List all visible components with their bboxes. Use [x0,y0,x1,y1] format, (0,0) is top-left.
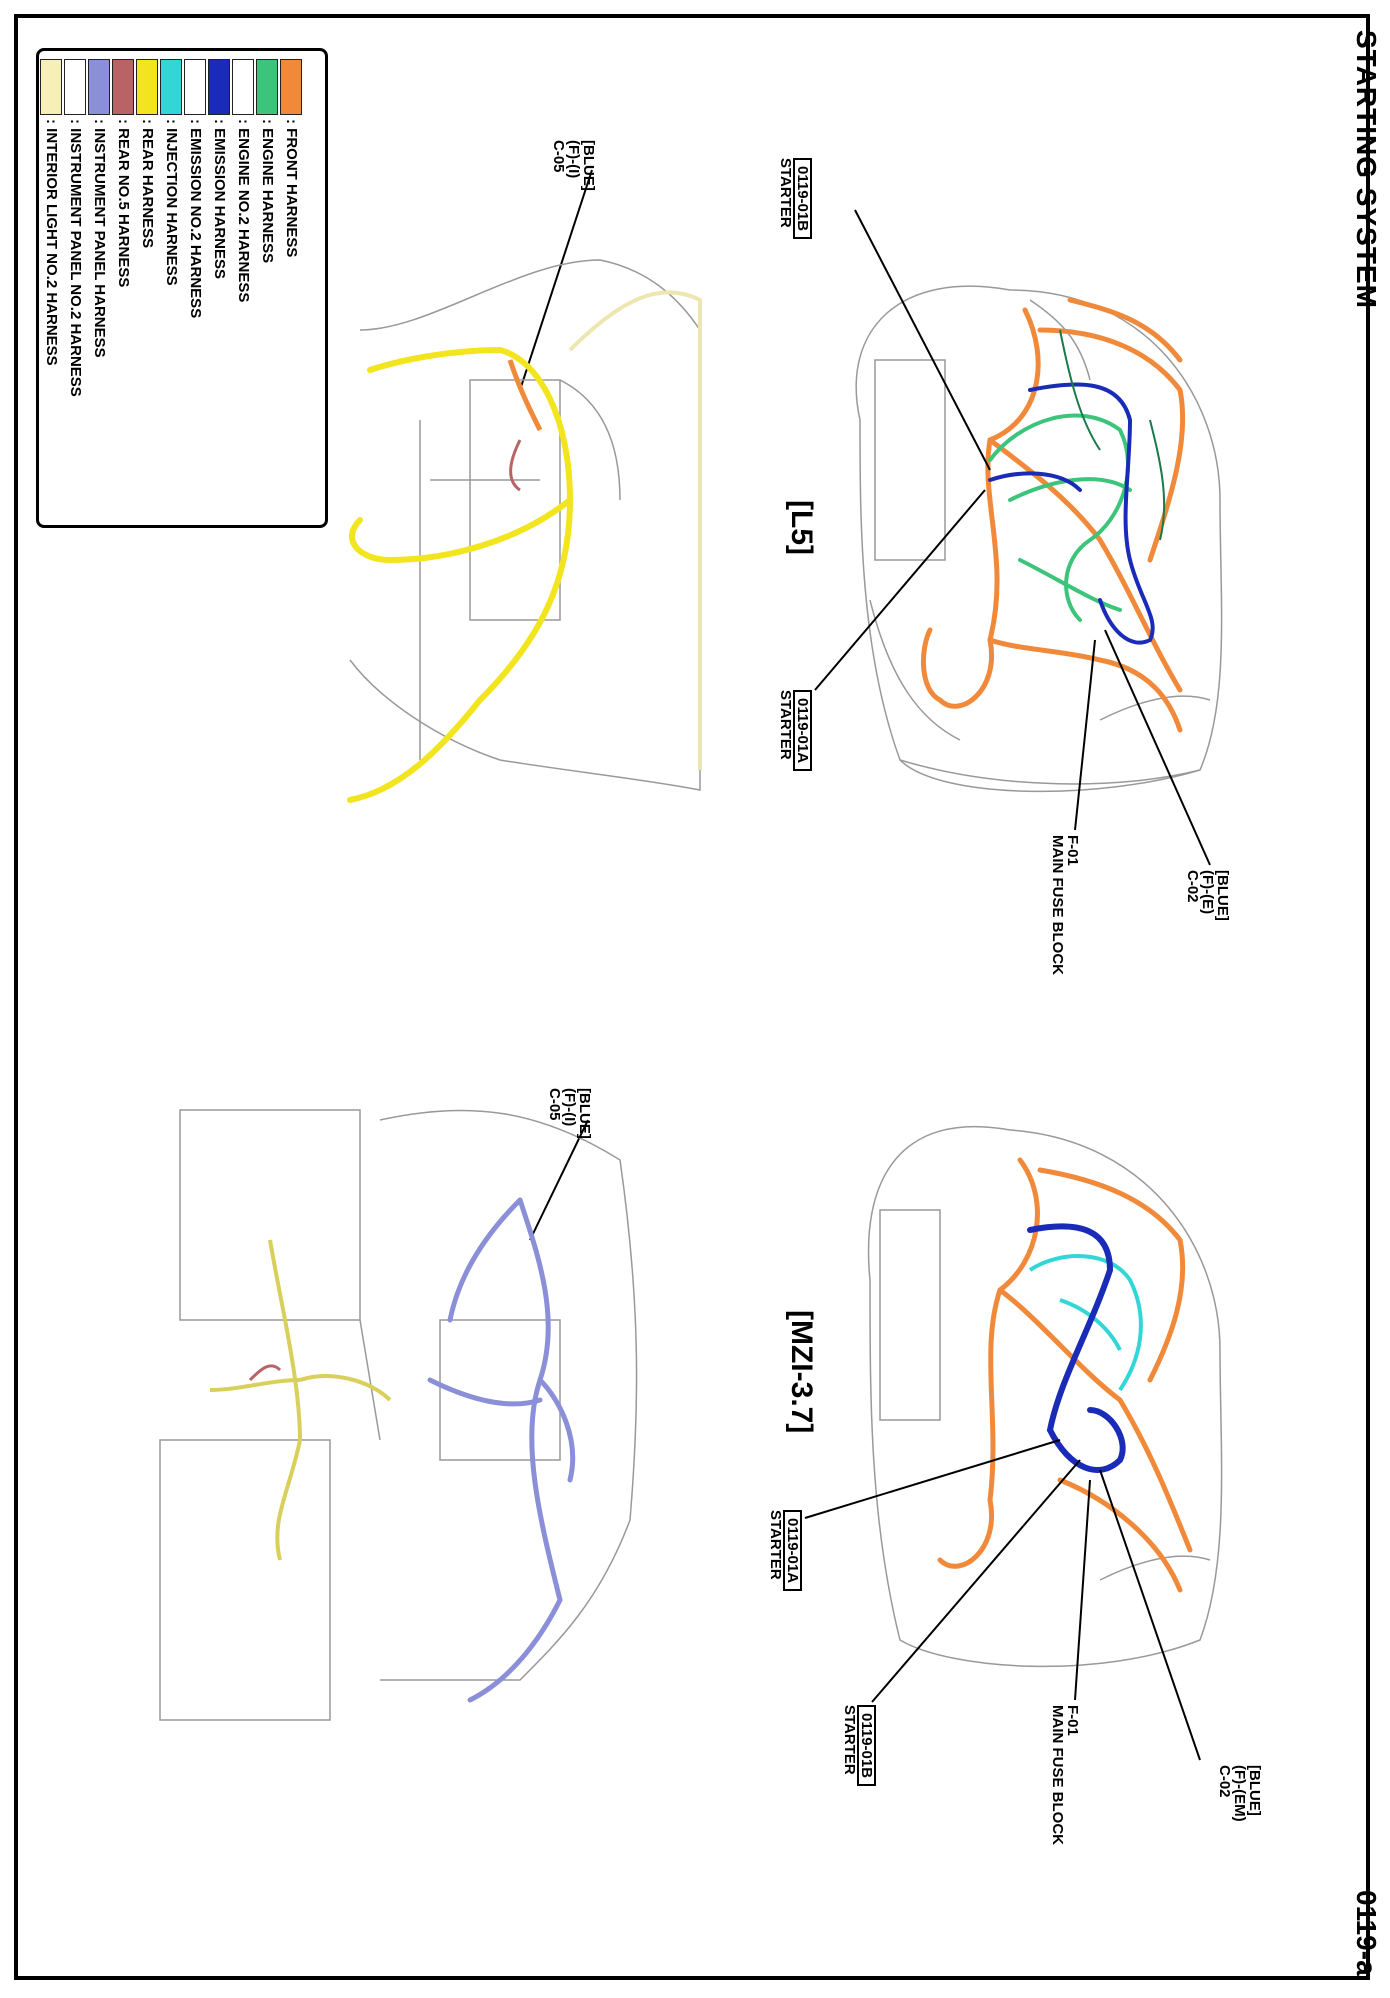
mzi-callout-leaders [529,1119,1201,1761]
mzi-rear-harness [209,1239,392,1561]
legend-label: : INJECTION HARNESS [163,119,180,286]
mzi-main-fuse-id: F-01 [1064,1705,1081,1736]
legend-swatch [64,59,86,115]
l5-main-fuse-name: MAIN FUSE BLOCK [1049,835,1066,975]
legend-swatch [208,59,230,115]
l5-starter-b-name: STARTER [777,158,794,228]
l5-front-harness [920,297,1186,733]
mzi-main-fuse-callout: F-01 MAIN FUSE BLOCK [1049,1705,1081,1845]
l5-engine-harness [988,413,1132,622]
page-frame [14,14,1370,1980]
mzi-c05-color: [BLUE] [576,1088,593,1139]
legend-label: : INSTRUMENT PANEL NO.2 HARNESS [67,119,84,397]
l5-instrument-panel [349,259,701,791]
mzi-instrument-harness [427,1197,576,1703]
mzi-main-fuse-name: MAIN FUSE BLOCK [1049,1705,1066,1845]
l5-c02-color: [BLUE] [1214,870,1231,921]
mzi-starter-a-callout: 0119-01A STARTER [767,1510,802,1592]
mzi-starter-b-name: STARTER [841,1705,858,1775]
mzi-c02-callout: [BLUE] (F)-(EM) C-02 [1216,1765,1263,1822]
mzi-c05-callout: [BLUE] (F)-(I) C-05 [546,1088,593,1139]
mzi-starter-b-code: 0119-01B [857,1705,876,1787]
mzi-c05-pins: (F)-(I) [561,1088,578,1127]
l5-main-fuse-id: F-01 [1064,835,1081,866]
l5-starter-b-code: 0119-01B [793,158,812,240]
legend-swatch [184,59,206,115]
l5-rear-no5 [509,439,522,492]
mzi-c05-id: C-05 [546,1088,563,1121]
l5-starter-a-name: STARTER [777,690,794,760]
harness-legend: : FRONT HARNESS : ENGINE HARNESS : ENGINE … [36,48,328,528]
legend-label: : REAR HARNESS [139,119,156,249]
l5-c02-callout: [BLUE] (F)-(E) C-02 [1184,870,1231,921]
mzi-c02-id: C-02 [1216,1765,1233,1798]
l5-starter-a-code: 0119-01A [793,690,812,772]
variant-label-mzi: [MZI-3.7] [785,1310,818,1434]
legend-label: : ENGINE HARNESS [259,119,276,264]
legend-swatch [88,59,110,115]
legend-label: : REAR NO.5 HARNESS [115,119,132,288]
legend-label: : EMISSION NO.2 HARNESS [187,119,204,319]
legend-swatch [280,59,302,115]
legend-swatch [160,59,182,115]
l5-starter-a-callout: 0119-01A STARTER [777,690,812,772]
l5-callout-leaders [519,169,1211,866]
legend-swatch [136,59,158,115]
mzi-emission-harness [1027,1223,1126,1473]
variant-label-l5: [L5] [785,500,818,555]
l5-engine-bay [855,285,1223,793]
mzi-engine-bay [867,1125,1223,1668]
l5-engine-no2-harness [1059,329,1166,541]
l5-c05-color: [BLUE] [580,140,597,191]
l5-rear-harness [347,347,574,803]
mzi-c02-color: [BLUE] [1246,1765,1263,1816]
l5-main-fuse-callout: F-01 MAIN FUSE BLOCK [1049,835,1081,975]
legend-label: : FRONT HARNESS [283,119,300,258]
legend-swatch [40,59,62,115]
legend-label: : INTERIOR LIGHT NO.2 HARNESS [43,119,60,366]
l5-emission-harness [988,382,1155,645]
legend-label: : INSTRUMENT PANEL HARNESS [91,119,108,358]
legend-label: : EMISSION HARNESS [211,119,228,280]
l5-starter-b-callout: 0119-01B STARTER [777,158,812,240]
legend-swatch [256,59,278,115]
l5-front-harness-ip [507,359,543,432]
legend-label: : ENGINE NO.2 HARNESS [235,119,252,303]
mzi-instrument-panel [159,1109,638,1721]
l5-c05-callout: [BLUE] (F)-(I) C-05 [550,140,597,191]
l5-c05-id: C-05 [550,140,567,173]
legend-swatch [112,59,134,115]
l5-c02-id: C-02 [1184,870,1201,903]
mzi-rear-no5 [248,1364,282,1382]
l5-c05-pins: (F)-(I) [565,140,582,179]
mzi-starter-a-name: STARTER [767,1510,784,1580]
mzi-starter-a-code: 0119-01A [783,1510,802,1592]
l5-interior-light-harness [568,290,702,770]
mzi-starter-b-callout: 0119-01B STARTER [841,1705,876,1787]
legend-swatch [232,59,254,115]
mzi-injection-harness [1028,1254,1143,1392]
mzi-c02-pins: (F)-(EM) [1231,1765,1248,1822]
l5-c02-pins: (F)-(E) [1199,870,1216,915]
